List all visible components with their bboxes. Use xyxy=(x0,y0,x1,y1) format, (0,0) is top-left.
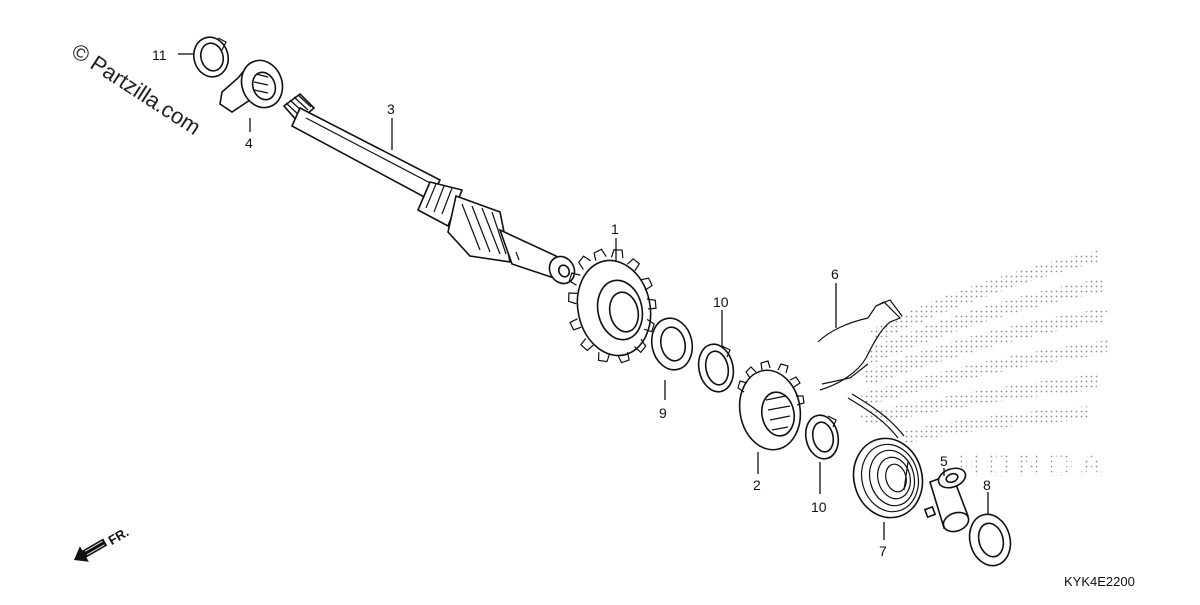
honda-logo-text: HONDA xyxy=(955,446,1110,484)
callout-8: 8 xyxy=(983,477,991,493)
part-10-circlip-lower xyxy=(804,414,840,460)
diagram-code: KYK4E2200 xyxy=(1064,574,1135,589)
callout-5: 5 xyxy=(940,453,948,469)
part-3-kickstarter-spindle xyxy=(282,92,576,285)
part-5-collar xyxy=(923,467,970,533)
callout-10-lower: 10 xyxy=(811,499,827,515)
part-10-circlip-upper xyxy=(697,343,735,393)
callout-11: 11 xyxy=(152,47,167,63)
callout-1: 1 xyxy=(611,221,619,237)
part-1-driven-gear xyxy=(567,248,657,364)
callout-6: 6 xyxy=(831,266,839,282)
part-11-circlip xyxy=(192,36,230,78)
part-6-spring-clip xyxy=(817,299,903,391)
leader-lines xyxy=(178,53,989,540)
callout-7: 7 xyxy=(879,543,887,559)
honda-wing-logo: HONDA xyxy=(860,250,1110,484)
callout-9: 9 xyxy=(659,405,667,421)
part-2-ratchet xyxy=(737,360,805,451)
front-direction-label: FR. xyxy=(106,524,132,547)
part-9-washer xyxy=(650,317,694,371)
part-4-stopper-cam xyxy=(219,59,284,113)
part-7-kick-spring xyxy=(847,393,924,519)
callout-numbers: 11 4 3 1 6 10 9 2 10 5 8 7 xyxy=(152,47,991,559)
callout-10-upper: 10 xyxy=(713,294,729,310)
callout-2: 2 xyxy=(753,477,761,493)
callout-3: 3 xyxy=(387,101,395,117)
callout-4: 4 xyxy=(245,135,253,151)
part-8-washer xyxy=(968,513,1012,567)
front-direction-arrow: FR. xyxy=(74,524,132,562)
